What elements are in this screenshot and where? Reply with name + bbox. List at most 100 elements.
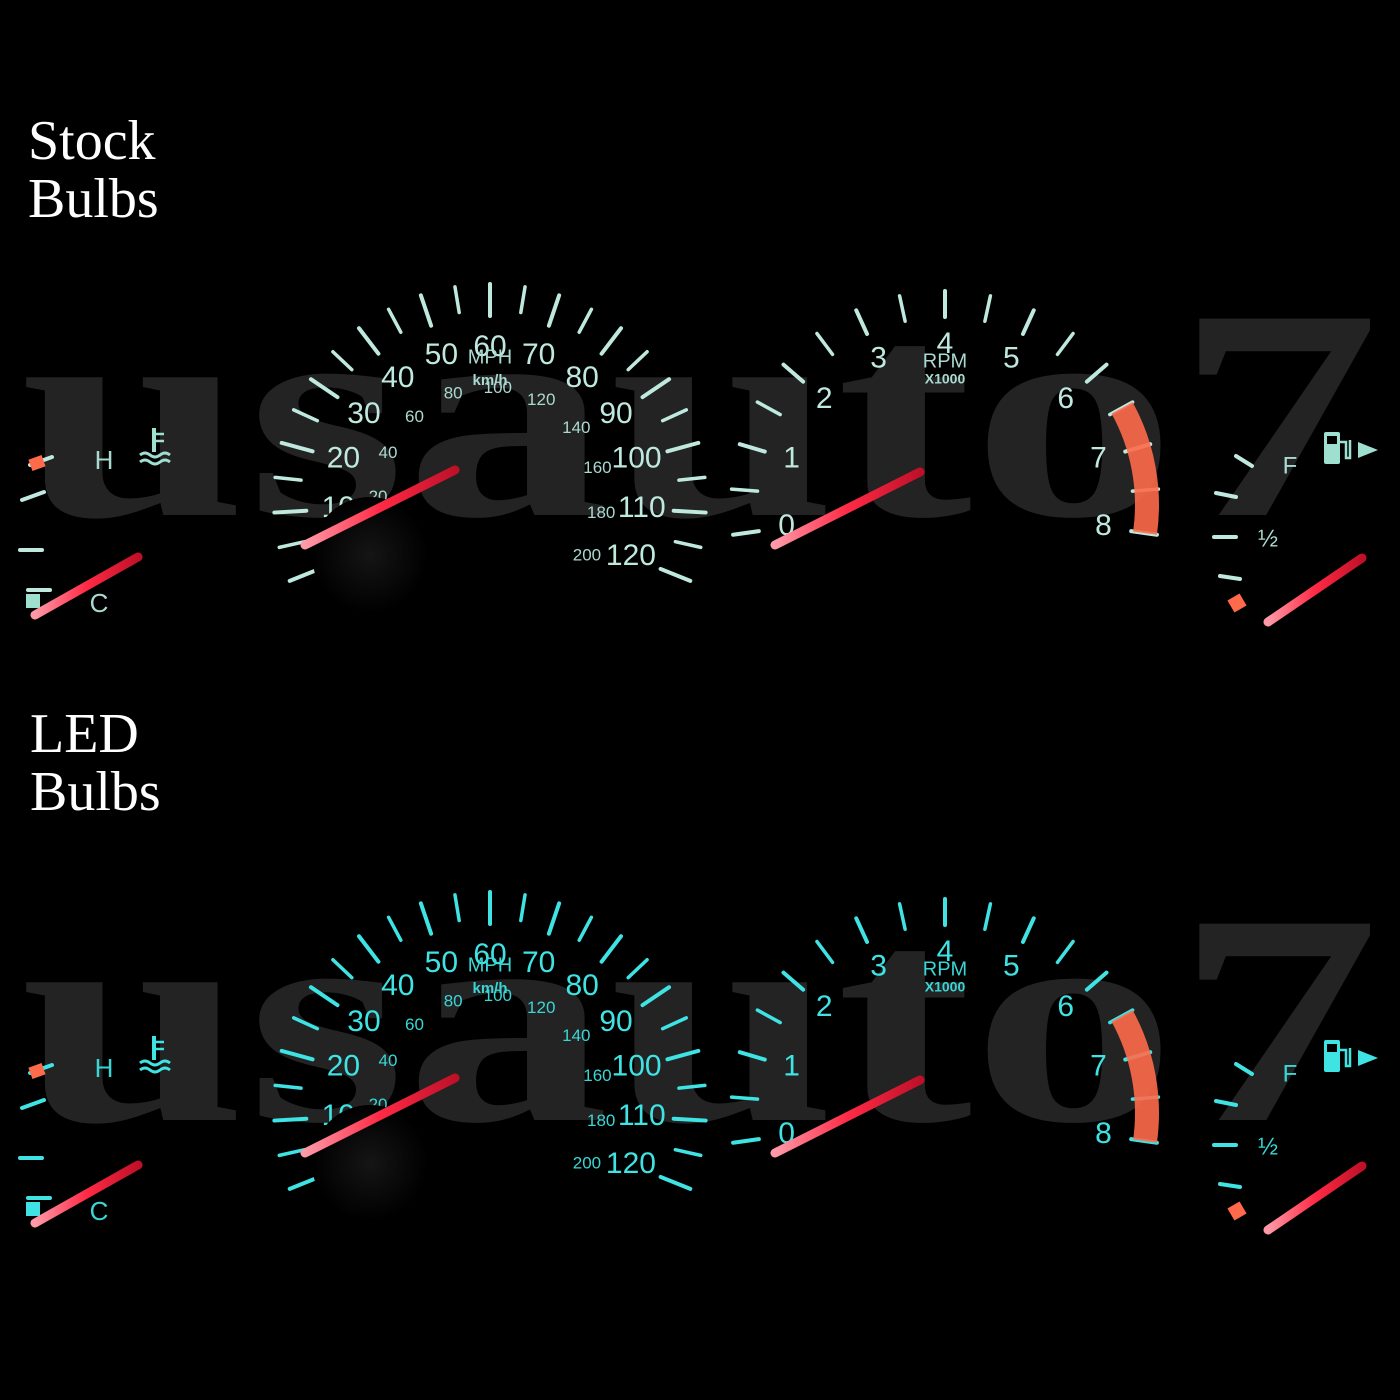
speed-tick (626, 958, 649, 980)
rpm-label: 6 (1057, 990, 1074, 1023)
speedometer-needle (300, 1073, 460, 1158)
rpm-tick (1108, 1008, 1135, 1025)
fuel-side-arrow (1358, 442, 1378, 458)
mph-label: 110 (618, 1099, 666, 1132)
speed-tick (272, 1116, 309, 1123)
coolant-wave (139, 1066, 171, 1074)
rpm-tick (815, 939, 835, 965)
speed-tick (277, 539, 307, 550)
fuel-gauge-led: F½ (1212, 1040, 1378, 1235)
led-bulbs-label: LED Bulbs (30, 703, 161, 823)
kmh-label: 80 (444, 992, 463, 1011)
temperature-gauge-stock: HC (18, 428, 171, 620)
mph-label: 110 (618, 491, 666, 524)
rpm-label: 2 (816, 382, 833, 415)
temp-cold-marker (26, 594, 40, 608)
rpm-label: 5 (1003, 341, 1020, 374)
fuel-gauge-stock: F½ (1212, 432, 1378, 627)
mph-label: 70 (522, 946, 555, 979)
mph-label: 120 (606, 1147, 656, 1180)
speed-tick (626, 350, 649, 372)
rpm-tick (897, 294, 907, 324)
temp-tick (20, 490, 46, 502)
cluster-stock: 0102030405060708090100110120204060801001… (18, 282, 1378, 627)
rpm-multiplier-label: X1000 (925, 371, 966, 387)
rpm-unit-label: RPM (923, 350, 967, 372)
kmh-label: 120 (527, 390, 555, 409)
temp-tick (20, 1098, 46, 1110)
mph-label: 90 (599, 1005, 632, 1038)
pump-window (1327, 1044, 1337, 1052)
kmh-label: 200 (573, 1154, 601, 1173)
speed-tick (677, 1083, 707, 1090)
watermark-text-1: usauto7 (20, 853, 1380, 1185)
rpm-label: 3 (870, 949, 887, 982)
rpm-tick (854, 308, 870, 336)
speed-tick (673, 539, 703, 550)
speed-tick (279, 440, 315, 454)
rpm-label: 5 (1003, 949, 1020, 982)
rpm-tick (781, 362, 806, 384)
temp-hot-marker (28, 454, 46, 472)
kmh-label: 100 (484, 986, 512, 1005)
stock-bulbs-label: Stock Bulbs (28, 110, 159, 230)
rpm-tick (781, 970, 806, 992)
speed-tick (273, 475, 303, 482)
kmh-label: 160 (583, 458, 611, 477)
kmh-unit-label: km/h (472, 980, 507, 997)
speed-tick (357, 326, 381, 356)
kmh-label: 180 (587, 1111, 615, 1130)
rpm-tick (737, 1050, 767, 1062)
speed-tick (660, 408, 689, 423)
speed-tick (599, 934, 623, 964)
coolant-wave (139, 1059, 171, 1067)
speed-tick (577, 307, 594, 334)
speed-tick (658, 566, 693, 583)
rpm-tick (983, 902, 993, 932)
rpm-label: 7 (1090, 1049, 1107, 1082)
temp-hot-marker (28, 1062, 46, 1080)
speed-tick (671, 508, 708, 515)
mph-label: 30 (347, 1005, 380, 1038)
speedometer-needle (300, 465, 460, 550)
speed-tick (577, 915, 594, 942)
speed-tick (665, 440, 701, 454)
rpm-tick (729, 487, 760, 493)
temp-low-label: C (90, 1196, 109, 1226)
mph-label: 50 (425, 338, 458, 371)
speedometer-stock: 0102030405060708090100110120204060801001… (272, 282, 708, 613)
mph-unit-label: MPH (468, 954, 512, 976)
fuel-full-label: F (1283, 1060, 1298, 1087)
speed-tick (599, 326, 623, 356)
rpm-label: 6 (1057, 382, 1074, 415)
kmh-label: 120 (527, 998, 555, 1017)
rpm-label: 8 (1095, 509, 1112, 542)
mph-label: 100 (612, 442, 662, 475)
kmh-label: 40 (379, 443, 398, 462)
speed-tick (279, 1048, 315, 1062)
kmh-label: 180 (587, 503, 615, 522)
speed-tick (640, 377, 672, 400)
fuel-tick (1234, 1062, 1254, 1076)
speed-tick (660, 1016, 689, 1031)
rpm-unit-label: RPM (923, 958, 967, 980)
rpm-tick (1108, 400, 1135, 417)
speed-tick (519, 893, 527, 923)
fuel-pump-icon (1324, 1040, 1378, 1072)
mph-label: 60 (473, 330, 506, 363)
speed-tick (386, 307, 403, 334)
speed-tick (519, 285, 527, 315)
speed-tick (291, 408, 320, 423)
fuel-full-label: F (1283, 452, 1298, 479)
fuel-tick (1218, 574, 1242, 581)
temp-cold-marker (26, 1202, 40, 1216)
coolant-temperature-icon (139, 1036, 171, 1074)
temp-high-label: H (95, 1053, 114, 1083)
cluster-panels: 0102030405060708090100110120204060801001… (18, 282, 1378, 1235)
mph-label: 40 (381, 969, 414, 1002)
redline-band (1111, 402, 1159, 535)
